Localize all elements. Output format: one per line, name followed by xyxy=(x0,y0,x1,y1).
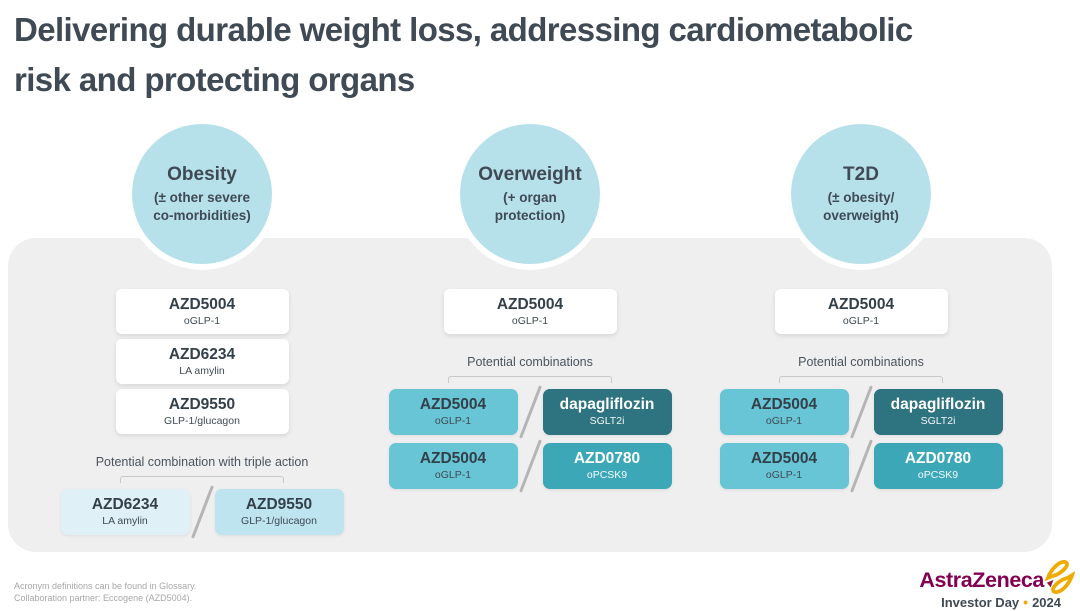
drug-moa: SGLT2i xyxy=(920,415,956,427)
combination-label: Potential combinations xyxy=(467,355,593,369)
logo-tagline: Investor Day • 2024 xyxy=(941,594,1061,610)
slash-bar xyxy=(190,485,214,539)
circle-overweight: Overweight (+ organ protection) xyxy=(454,118,606,270)
footnote-line2: Collaboration partner: Eccogene (AZD5004… xyxy=(14,593,193,603)
drug-moa: LA amylin xyxy=(102,515,148,527)
drug-moa: SGLT2i xyxy=(589,415,625,427)
circle-subtitle: (± obesity/ xyxy=(827,189,895,205)
circle-subtitle: protection) xyxy=(494,207,566,223)
drug-moa: GLP-1/glucagon xyxy=(241,515,317,527)
drug-name: AZD6234 xyxy=(168,345,236,363)
drug-name: AZD5004 xyxy=(827,295,895,313)
astrazeneca-wordmark: AstraZeneca xyxy=(919,567,1044,592)
drug-name: AZD5004 xyxy=(750,450,818,467)
drug-moa: oGLP-1 xyxy=(434,415,472,427)
circle-subtitle: (± other severe xyxy=(154,189,250,205)
drug-moa: oGLP-1 xyxy=(765,415,803,427)
circle-subtitle: co-morbidities) xyxy=(153,207,251,223)
slash-bar xyxy=(849,385,873,439)
page-title: Delivering durable weight loss, addressi… xyxy=(14,5,1064,105)
drug-name: AZD0780 xyxy=(573,450,641,467)
combination-bracket xyxy=(120,476,284,483)
drug-name: dapagliflozin xyxy=(890,396,986,413)
footnote-line1: Acronym definitions can be found in Glos… xyxy=(14,581,197,591)
circle-subtitle: overweight) xyxy=(823,207,899,223)
drug-card-azd5004: AZD5004 oGLP-1 xyxy=(719,389,849,435)
slash-separator-icon xyxy=(518,439,543,493)
drug-name: AZD0780 xyxy=(904,450,972,467)
slash-separator-icon xyxy=(849,439,874,493)
drug-card-azd5004: AZD5004 oGLP-1 xyxy=(388,389,518,435)
combination-label: Potential combinations xyxy=(798,355,924,369)
circle-obesity: Obesity (± other severe co-morbidities) xyxy=(126,118,278,270)
drug-card-azd5004: AZD5004 oGLP-1 xyxy=(719,443,849,489)
drug-moa: GLP-1/glucagon xyxy=(164,414,240,427)
drug-name: AZD5004 xyxy=(750,396,818,413)
drug-name: AZD5004 xyxy=(419,450,487,467)
drug-name: AZD5004 xyxy=(496,295,564,313)
gold-bullet-icon: • xyxy=(1023,594,1029,610)
astrazeneca-logo: AstraZeneca Investor Day • 2024 xyxy=(915,560,1075,610)
drug-card-azd5004: AZD5004 oGLP-1 xyxy=(388,443,518,489)
footnote: Acronym definitions can be found in Glos… xyxy=(14,580,196,604)
tagline-event: Investor Day xyxy=(941,594,1020,610)
drug-card-azd0780: AZD0780 oPCSK9 xyxy=(542,443,672,489)
circle-title: Obesity xyxy=(167,163,237,185)
drug-moa: LA amylin xyxy=(179,364,225,377)
slash-bar xyxy=(518,385,542,439)
slash-bar xyxy=(518,439,542,493)
drug-name: AZD9550 xyxy=(245,496,313,513)
slash-separator-icon xyxy=(518,385,543,439)
combination-row: AZD5004 oGLP-1 AZD0780 oPCSK9 xyxy=(719,439,1003,493)
circle-t2d: T2D (± obesity/overweight) xyxy=(785,118,937,270)
drug-card-azd0780: AZD0780 oPCSK9 xyxy=(873,443,1003,489)
page-title-line2: risk and protecting organs xyxy=(14,61,415,98)
drug-name: AZD9550 xyxy=(168,395,236,413)
astrazeneca-symbol-icon xyxy=(1045,560,1075,594)
circle-subtitle: (+ organ xyxy=(503,189,557,205)
circle-title: Overweight xyxy=(478,163,582,185)
drug-name: AZD5004 xyxy=(419,396,487,413)
drug-name: dapagliflozin xyxy=(559,396,655,413)
slash-separator-icon xyxy=(849,385,874,439)
drug-name: AZD6234 xyxy=(91,496,159,513)
combination-row: AZD5004 oGLP-1 AZD0780 oPCSK9 xyxy=(388,439,672,493)
drug-moa: oGLP-1 xyxy=(765,469,803,481)
combination-label: Potential combination with triple action xyxy=(95,455,309,469)
drug-moa: oGLP-1 xyxy=(511,314,549,327)
circle-title: T2D xyxy=(843,163,879,185)
slash-bar xyxy=(849,439,873,493)
drug-moa: oPCSK9 xyxy=(586,469,628,481)
drug-name: AZD5004 xyxy=(168,295,236,313)
page-title-line1: Delivering durable weight loss, addressi… xyxy=(14,11,913,48)
drug-moa: oGLP-1 xyxy=(434,469,472,481)
tagline-year: 2024 xyxy=(1032,594,1061,610)
slash-separator-icon xyxy=(190,485,215,539)
combination-bracket xyxy=(779,376,943,383)
drug-moa: oPCSK9 xyxy=(917,469,959,481)
drug-moa: oGLP-1 xyxy=(842,314,880,327)
drug-moa: oGLP-1 xyxy=(183,314,221,327)
drug-card-azd6234: AZD6234 LA amylin xyxy=(60,489,190,535)
combination-bracket xyxy=(448,376,612,383)
